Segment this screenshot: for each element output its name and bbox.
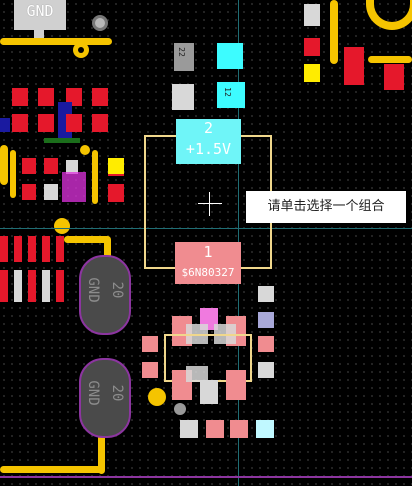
pad-label-22: 22 — [176, 47, 186, 57]
pad-top-center-cyan[interactable] — [217, 82, 245, 108]
pad-2-net: +1.5V — [185, 140, 232, 158]
pad-left[interactable] — [92, 114, 108, 132]
ic-pad[interactable] — [142, 336, 158, 352]
pad-left-row[interactable] — [62, 172, 86, 202]
pad-left-row[interactable] — [66, 160, 78, 174]
pad-bottom-row[interactable] — [256, 420, 274, 438]
pad-right-top[interactable] — [304, 64, 320, 82]
connector-pad[interactable] — [14, 270, 22, 302]
tooltip-select-group: 请单击选择一个组合 — [246, 191, 406, 223]
pad-top-center[interactable] — [174, 43, 194, 71]
via-connector[interactable] — [54, 218, 70, 234]
pad-left-row[interactable] — [44, 158, 58, 174]
via-bottom-yellow[interactable] — [148, 388, 166, 406]
pad-left-row[interactable] — [22, 184, 36, 200]
via-bottom-grey[interactable] — [174, 403, 186, 415]
pad-right-top[interactable] — [304, 4, 320, 26]
gnd-top-label: GND — [26, 2, 54, 20]
ic-pad[interactable] — [200, 380, 218, 404]
pad-right-top[interactable] — [304, 38, 320, 56]
via-top[interactable] — [92, 15, 108, 31]
ic-pad[interactable] — [142, 362, 158, 378]
pad-right-column[interactable] — [258, 286, 274, 302]
gnd-top-leg — [34, 30, 44, 44]
gnd-oval-pad-b-net: GND — [85, 380, 101, 406]
pad-bottom-row[interactable] — [180, 420, 198, 438]
pad-left[interactable] — [66, 114, 82, 132]
pad-left[interactable] — [12, 88, 28, 106]
pad-left-row[interactable] — [44, 184, 58, 200]
pad-left-row[interactable] — [108, 184, 124, 202]
pad-left-row[interactable] — [22, 158, 36, 174]
ic-pad[interactable] — [186, 366, 208, 382]
trace-green — [44, 138, 80, 143]
trace-bottom-h[interactable] — [0, 466, 104, 473]
pad-left-blue[interactable] — [58, 102, 72, 142]
center-crosshair-v — [209, 192, 210, 216]
pad-right-column[interactable] — [258, 312, 274, 328]
pad-1-number: 1 — [203, 243, 213, 261]
pad-top-center-cyan[interactable] — [217, 43, 243, 69]
pad-left[interactable] — [38, 114, 54, 132]
connector-pad[interactable] — [42, 236, 50, 262]
via-small[interactable] — [80, 145, 90, 155]
pad-yellow[interactable] — [108, 158, 124, 174]
pad-right-column[interactable] — [258, 336, 274, 352]
pad-bottom-row[interactable] — [206, 420, 224, 438]
pad-left[interactable] — [38, 88, 54, 106]
pad-right-column[interactable] — [258, 362, 274, 378]
connector-pad[interactable] — [56, 270, 64, 302]
trace-left-row2[interactable] — [10, 150, 16, 198]
connector-pad[interactable] — [14, 236, 22, 262]
trace-connector-h[interactable] — [64, 236, 110, 243]
trace-arc[interactable] — [366, 0, 412, 30]
connector-pad[interactable] — [56, 236, 64, 262]
pad-2-number: 2 — [203, 119, 214, 137]
gnd-top-component[interactable]: GND — [14, 0, 66, 30]
gnd-oval-pad-a-number: 20 — [109, 281, 125, 299]
gnd-oval-pad-b[interactable] — [79, 358, 131, 438]
center-crosshair-h — [198, 203, 222, 204]
pad-right-top[interactable] — [344, 47, 364, 85]
gnd-oval-pad-b-number: 20 — [109, 384, 125, 402]
ic-pad[interactable] — [226, 370, 246, 400]
gnd-oval-pad-a[interactable] — [79, 255, 131, 335]
pad-2[interactable] — [176, 119, 241, 164]
trace-right-vertical[interactable] — [330, 0, 338, 64]
pad-label-12: 12 — [222, 87, 232, 97]
connector-pad[interactable] — [0, 270, 8, 302]
pad-left[interactable] — [66, 88, 82, 106]
pad-bottom-row[interactable] — [230, 420, 248, 438]
trace-left-mid[interactable] — [0, 145, 8, 185]
trace-vertical-left[interactable] — [92, 150, 98, 204]
connector-pad[interactable] — [28, 236, 36, 262]
pad-left[interactable] — [12, 114, 28, 132]
board-edge-bottom — [0, 476, 412, 478]
pad-left-blue[interactable] — [0, 118, 10, 132]
trace-right-h[interactable] — [368, 56, 412, 63]
pad-1[interactable] — [175, 242, 241, 284]
pad-1-net: $6N80327 — [181, 266, 235, 279]
guide-line-horizontal — [0, 228, 412, 229]
trace-top-left[interactable] — [0, 38, 112, 45]
pad-right-top[interactable] — [384, 64, 404, 90]
connector-pad[interactable] — [0, 236, 8, 262]
gnd-oval-pad-a-net: GND — [85, 277, 101, 303]
pad-left[interactable] — [92, 88, 108, 106]
pad-top-center[interactable] — [172, 84, 194, 110]
connector-pad[interactable] — [42, 270, 50, 302]
trace-bottom-v[interactable] — [98, 410, 105, 474]
via-dot-black — [78, 47, 84, 53]
connector-pad[interactable] — [28, 270, 36, 302]
